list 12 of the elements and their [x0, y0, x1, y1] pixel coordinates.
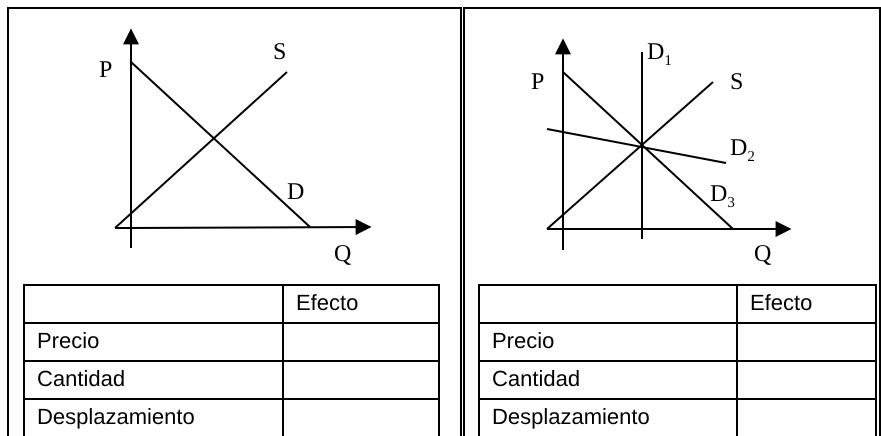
axis-label: P — [99, 58, 112, 82]
axis-label: Q — [334, 242, 352, 266]
axis-label: Q — [754, 242, 772, 266]
column-header: Efecto — [736, 284, 877, 324]
curve-label: D — [287, 180, 304, 204]
curve-label: S — [273, 40, 286, 64]
curve-label: D$_{3}$ — [710, 182, 735, 211]
curve-label: S — [730, 70, 744, 94]
curve-label: D$_{2}$ — [730, 136, 755, 165]
axis-label: P — [531, 70, 544, 94]
column-header: Efecto — [282, 284, 440, 324]
curve-label: D$_{1}$ — [647, 40, 672, 69]
